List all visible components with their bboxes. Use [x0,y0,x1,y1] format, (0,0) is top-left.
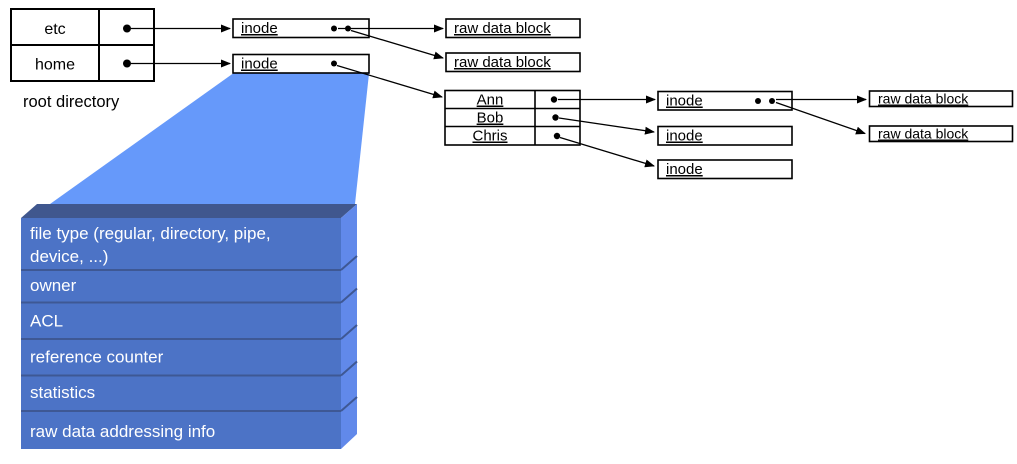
raw-data-block-label: raw data block [878,126,969,142]
inode-home-pointer-dot [331,60,337,67]
arrow-ann-inode-to-raw-block-4 [775,101,866,135]
inode-field-reference-counter: reference counter [30,348,164,367]
chris-entry-label: Chris [472,128,507,145]
inode-label: inode [666,161,703,178]
inode-field-statistics: statistics [30,383,95,402]
arrow-etc-inode-to-raw-block-2 [350,29,444,60]
home-directory-table: Ann Bob Chris [444,89,581,146]
arrow-home-inode-to-directory [336,64,443,99]
inode-box-home-frame [232,53,370,74]
inode-field-acl: ACL [30,312,63,331]
inode-detail-top-face [21,204,357,218]
ann-pointer-dot [550,96,558,103]
inode-label: inode [241,56,278,73]
inode-field-file-type-line2: device, ...) [30,247,108,266]
inode-label: inode [666,128,703,145]
raw-data-block-2: raw data block [445,52,581,73]
inode-label: inode [666,93,703,110]
inode-box-chris: inode [657,159,793,180]
inode-box-bob-frame [657,125,793,146]
home-pointer-dot [123,59,131,68]
raw-data-block-4: raw data block [868,125,1014,143]
inode-box-bob: inode [657,125,793,146]
bob-entry-label: Bob [477,110,504,127]
raw-data-block-3-frame [868,90,1014,108]
inode-box-home: inode [232,53,370,74]
arrow-chris-to-inode [559,136,655,168]
inode-box-chris-frame [657,159,793,180]
inode-box-etc: inode [232,18,370,39]
inode-ann-pointer-dot-1 [755,98,761,104]
inode-box-ann: inode [657,90,793,111]
root-directory-table: etc home [10,8,155,82]
etc-pointer-dot [123,24,131,33]
raw-data-block-label: raw data block [454,20,551,37]
inode-detail-stack: file type (regular, directory, pipe, dev… [21,204,358,449]
inode-detail-row-separators [21,255,358,412]
magnification-funnel [50,73,369,204]
inode-ann-pointer-dot-2 [769,98,775,104]
raw-data-block-1-frame [445,18,581,39]
inode-field-file-type-line1: file type (regular, directory, pipe, [30,224,271,243]
raw-data-block-label: raw data block [454,54,551,71]
chris-pointer-dot [553,132,561,140]
root-directory-caption: root directory [23,93,120,111]
inode-field-owner: owner [30,276,77,295]
inode-field-raw-data-addressing-info: raw data addressing info [30,422,215,441]
pointer-arrows [131,24,867,168]
home-entry-label: home [35,57,75,74]
raw-data-block-2-frame [445,52,581,73]
raw-data-block-label: raw data block [878,91,969,107]
bob-pointer-dot [552,114,559,121]
etc-entry-label: etc [44,21,65,38]
raw-data-block-4-frame [868,125,1014,143]
inode-etc-pointer-dot-1 [331,25,337,32]
inode-box-ann-frame [657,90,793,111]
ann-entry-label: Ann [477,92,504,109]
arrow-bob-to-inode [558,117,655,135]
inode-detail-fields: file type (regular, directory, pipe, dev… [30,224,271,441]
inode-label: inode [241,20,278,37]
raw-data-block-3: raw data block [868,90,1014,108]
raw-data-block-1: raw data block [445,18,581,39]
